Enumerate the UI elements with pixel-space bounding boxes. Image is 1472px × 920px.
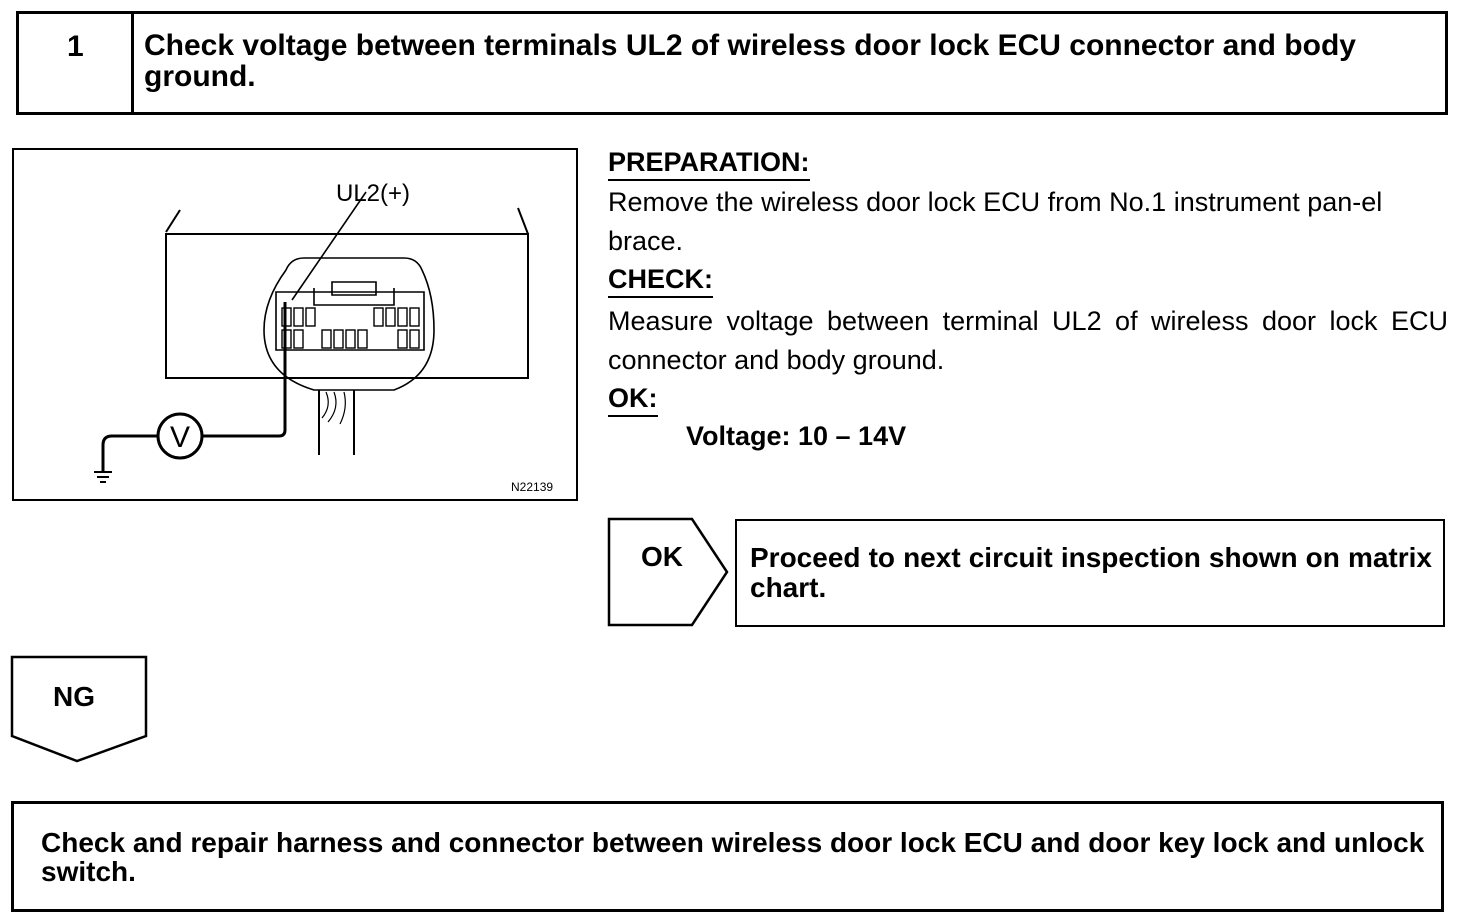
ok-label: OK — [641, 541, 683, 572]
ok-arrow-icon — [607, 517, 729, 627]
connector-diagram: V UL2(+) N22139 — [12, 148, 578, 501]
step-number: 1 — [67, 30, 84, 63]
step-title: Check voltage between terminals UL2 of w… — [144, 29, 1356, 93]
check-heading: CHECK: — [608, 264, 713, 298]
ok-result-text: Proceed to next circuit inspection shown… — [750, 542, 1432, 603]
step-number-cell: 1 — [19, 14, 134, 112]
ng-result-box: Check and repair harness and connector b… — [11, 801, 1444, 912]
ok-heading: OK: — [608, 383, 658, 417]
voltage-spec: Voltage: 10 – 14V — [686, 421, 907, 451]
figure-code: N22139 — [511, 480, 554, 494]
check-text: Measure voltage between terminal UL2 of … — [608, 306, 1448, 375]
connector-illustration: V — [94, 191, 529, 483]
ng-arrow-icon — [10, 655, 148, 763]
step-header: 1 Check voltage between terminals UL2 of… — [16, 11, 1448, 115]
ok-result-box: Proceed to next circuit inspection shown… — [735, 519, 1445, 627]
ng-result-text: Check and repair harness and connector b… — [41, 827, 1425, 887]
preparation-text: Remove the wireless door lock ECU from N… — [608, 187, 1383, 256]
ng-label: NG — [53, 681, 95, 712]
preparation-heading: PREPARATION: — [608, 147, 810, 181]
voltmeter-symbol: V — [170, 421, 190, 454]
terminal-label: UL2(+) — [336, 180, 411, 207]
